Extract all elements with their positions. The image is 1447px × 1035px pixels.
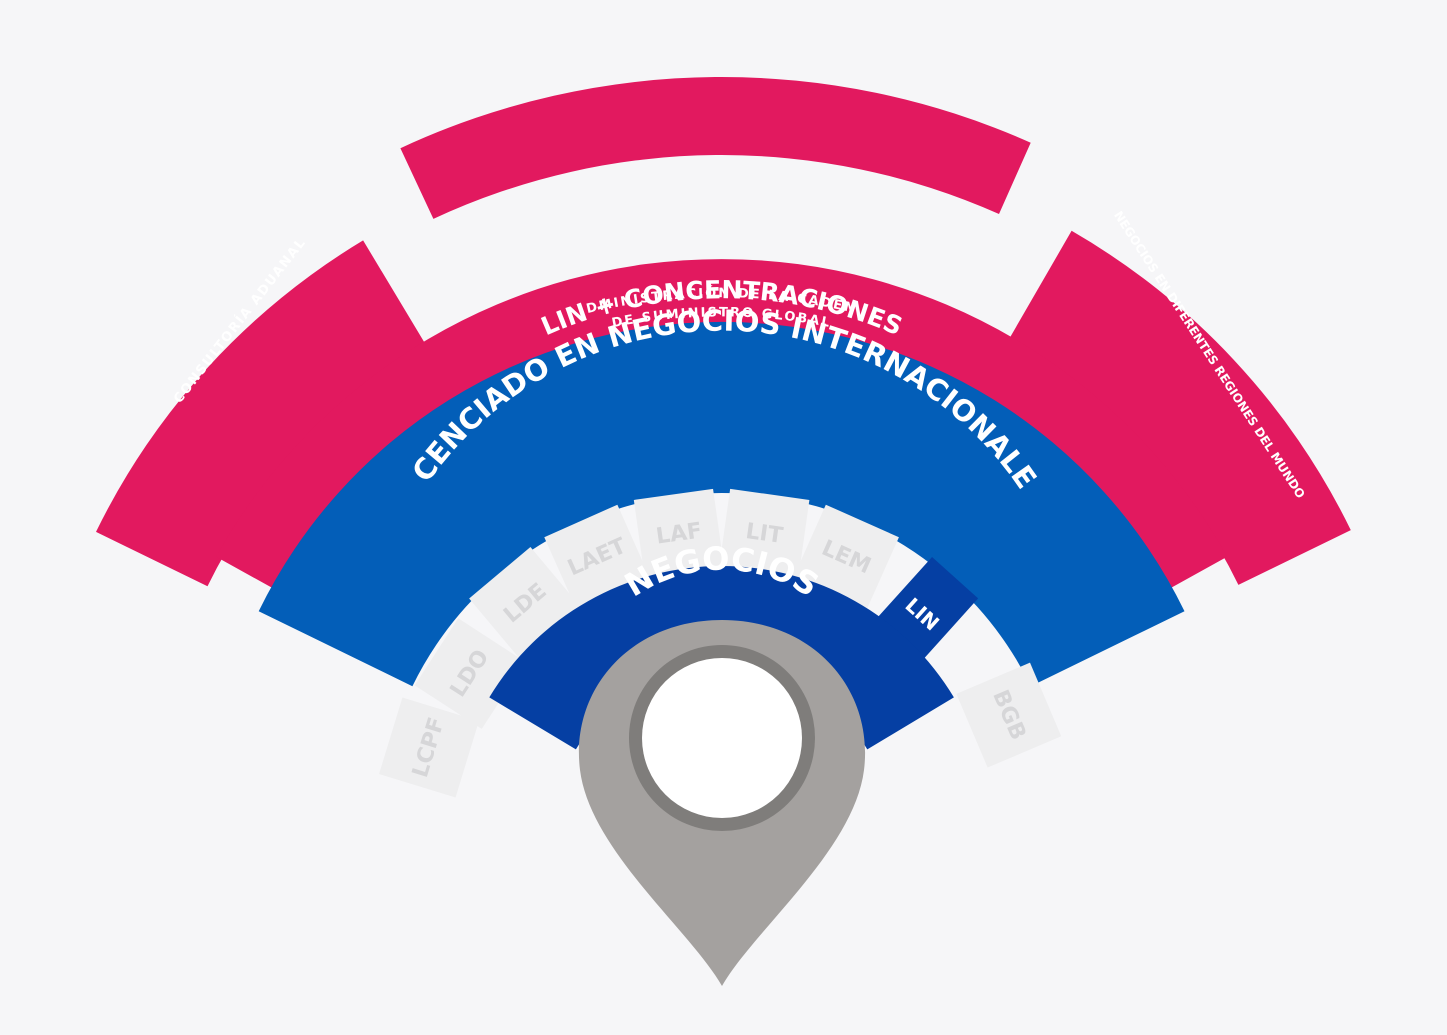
program-tile-bg bbox=[544, 504, 650, 611]
outer-segment-top bbox=[400, 76, 1031, 219]
outer-segment-left bbox=[96, 240, 427, 587]
program-tile-lit: LIT bbox=[719, 488, 810, 580]
program-tile-bg bbox=[793, 504, 899, 611]
program-tile-bg bbox=[379, 697, 479, 798]
program-tile-lem: LEM bbox=[793, 504, 899, 611]
program-tile-label: LIT bbox=[744, 519, 784, 549]
outer-segment-right bbox=[1009, 230, 1351, 585]
program-tile-bg bbox=[956, 662, 1062, 768]
program-tile-laf: LAF bbox=[633, 488, 725, 580]
program-tile-bgb: BGB bbox=[956, 662, 1062, 768]
program-tile-bg bbox=[633, 488, 725, 580]
program-tile-bg bbox=[719, 488, 810, 580]
program-tile-lcpf: LCPF bbox=[379, 697, 479, 798]
location-pin-icon bbox=[578, 620, 866, 986]
concentrations-band bbox=[216, 259, 1228, 638]
program-tile-laet: LAET bbox=[544, 504, 650, 611]
degree-band bbox=[258, 321, 1185, 687]
